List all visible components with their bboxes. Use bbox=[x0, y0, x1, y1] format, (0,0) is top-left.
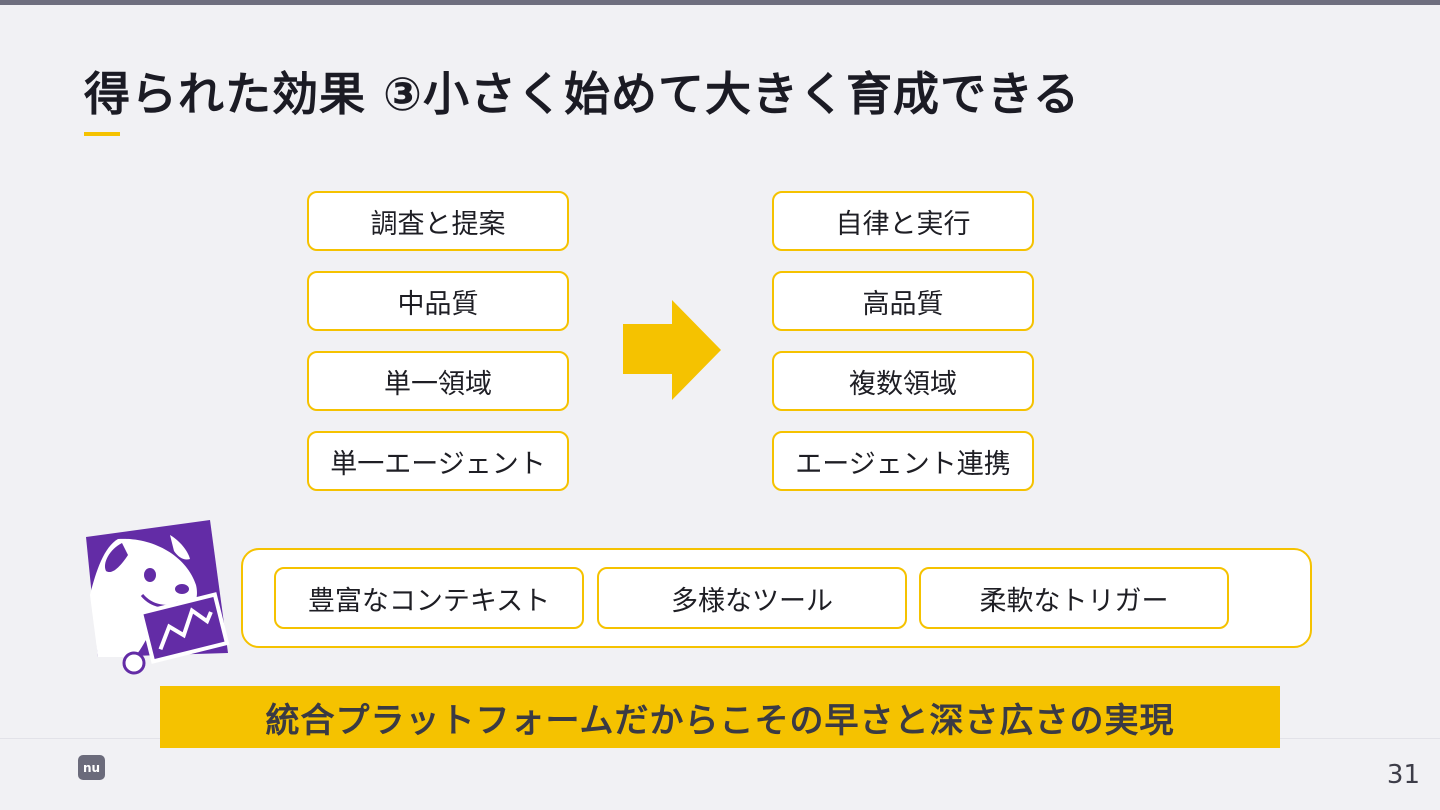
brand-logo-text: nu bbox=[82, 760, 101, 775]
conclusion-banner-text: 統合プラットフォームだからこその早さと深さ広さの実現 bbox=[265, 700, 1175, 741]
page-number: 31 bbox=[1386, 760, 1420, 790]
after-item-autonomy: 自律と実行 bbox=[772, 191, 1034, 251]
after-item-agent: エージェント連携 bbox=[772, 431, 1034, 491]
after-item-quality: 高品質 bbox=[772, 271, 1034, 331]
before-item-quality: 中品質 bbox=[307, 271, 569, 331]
datadog-dog-logo-icon bbox=[86, 520, 230, 675]
feature-diverse-tools: 多様なツール bbox=[597, 567, 907, 629]
title-underline bbox=[84, 132, 120, 136]
right-arrow-icon bbox=[623, 300, 721, 400]
feature-flexible-triggers: 柔軟なトリガー bbox=[919, 567, 1229, 629]
feature-rich-context: 豊富なコンテキスト bbox=[274, 567, 584, 629]
nu-logo-icon: nu bbox=[78, 755, 105, 780]
after-item-domain: 複数領域 bbox=[772, 351, 1034, 411]
before-item-agent: 単一エージェント bbox=[307, 431, 569, 491]
conclusion-banner: 統合プラットフォームだからこその早さと深さ広さの実現 bbox=[160, 686, 1280, 748]
before-item-domain: 単一領域 bbox=[307, 351, 569, 411]
before-item-research: 調査と提案 bbox=[307, 191, 569, 251]
slide-title: 得られた効果 ③小さく始めて大きく育成できる bbox=[84, 67, 1081, 121]
top-accent-bar bbox=[0, 0, 1440, 5]
